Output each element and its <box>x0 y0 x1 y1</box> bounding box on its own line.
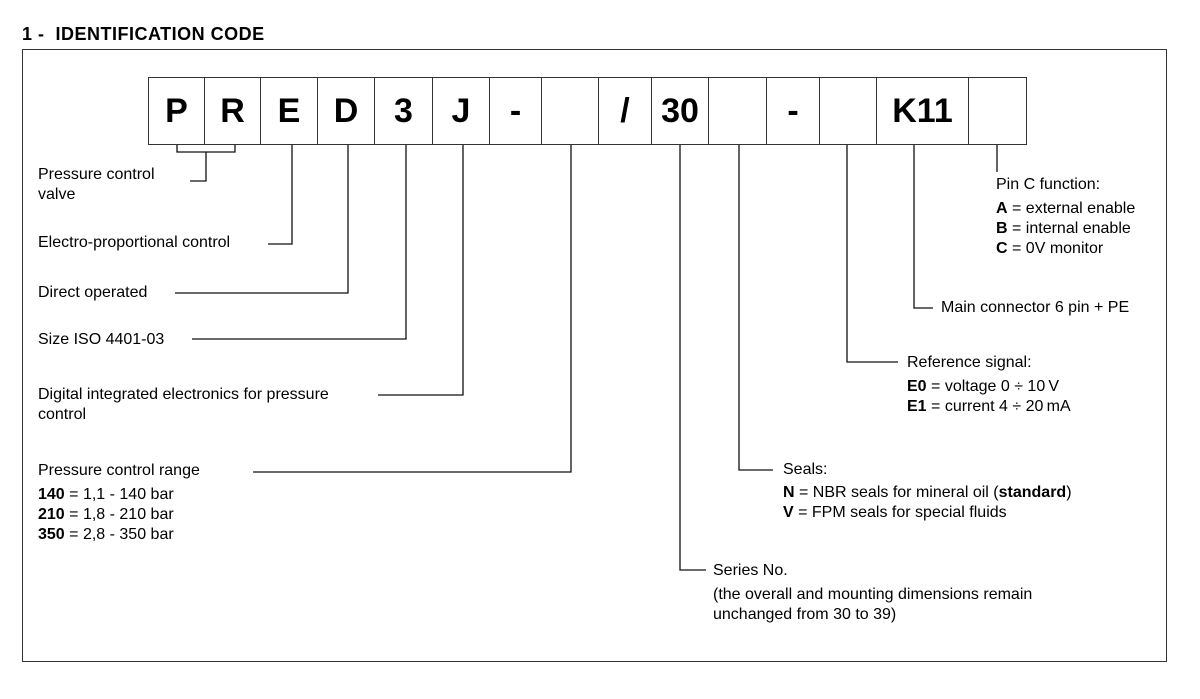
section-heading: 1 - IDENTIFICATION CODE <box>22 24 265 44</box>
label-direct-operated: Direct operated <box>38 284 148 301</box>
label-pressure-range-title: Pressure control range <box>38 462 200 479</box>
label-series-note-1: (the overall and mounting dimensions rem… <box>713 586 1033 603</box>
pin-c-option: B = internal enable <box>996 220 1131 237</box>
label-digital-electronics-1: Digital integrated electronics for press… <box>38 386 329 403</box>
identification-code-frame <box>22 49 1167 662</box>
label-size: Size ISO 4401-03 <box>38 331 165 348</box>
label-pressure-control-valve-2: valve <box>38 186 76 203</box>
label-pressure-control-valve-1: Pressure control <box>38 166 155 183</box>
pin-c-option: C = 0V monitor <box>996 240 1104 257</box>
seals-option-v: V = FPM seals for special fluids <box>783 504 1007 521</box>
label-digital-electronics-2: control <box>38 406 87 423</box>
code-cell-k11: K11 <box>876 77 969 145</box>
reference-signal-option: E1 = current 4 ÷ 20 mA <box>907 398 1071 415</box>
pin-c-option: A = external enable <box>996 200 1136 217</box>
pressure-range-option: 350 = 2,8 - 350 bar <box>38 526 174 543</box>
label-reference-signal-title: Reference signal: <box>907 354 1032 371</box>
code-cell-pin-c <box>968 77 1027 145</box>
pressure-range-option: 140 = 1,1 - 140 bar <box>38 486 174 503</box>
label-seals-title: Seals: <box>783 461 828 478</box>
label-main-connector: Main connector 6 pin + PE <box>941 299 1130 316</box>
seals-option-n: N = NBR seals for mineral oil (standard) <box>783 484 1072 501</box>
label-series-title: Series No. <box>713 562 788 579</box>
reference-signal-option: E0 = voltage 0 ÷ 10 V <box>907 378 1060 395</box>
label-series-note-2: unchanged from 30 to 39) <box>713 606 897 623</box>
label-electro-proportional: Electro-proportional control <box>38 234 231 251</box>
label-pin-c-title: Pin C function: <box>996 176 1101 193</box>
pressure-range-option: 210 = 1,8 - 210 bar <box>38 506 174 523</box>
